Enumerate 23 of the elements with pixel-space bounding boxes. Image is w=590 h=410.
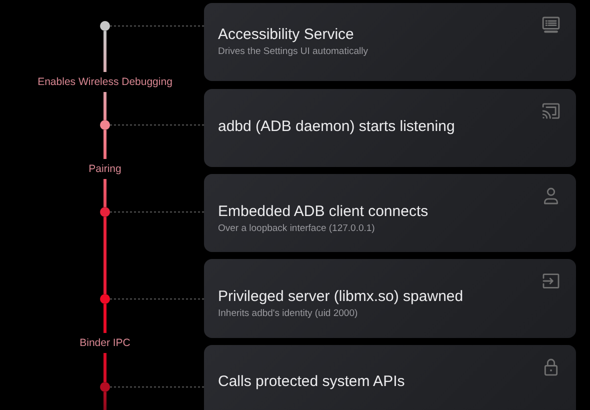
step-card (204, 345, 576, 410)
dotted-connector (110, 298, 204, 300)
timeline-dot (100, 382, 110, 392)
step-title: Accessibility Service (218, 26, 355, 44)
step-description: Over a loopback interface (127.0.0.1) (218, 223, 376, 235)
step-card (204, 89, 576, 167)
step-card (204, 3, 576, 81)
timeline-dot (100, 207, 110, 217)
step-description: Drives the Settings UI automatically (218, 46, 369, 58)
timeline-dot (100, 294, 110, 304)
step-description: Inherits adbd's identity (uid 2000) (218, 308, 359, 320)
step-card (204, 174, 576, 252)
timeline-line (104, 217, 106, 294)
timeline-dot (100, 21, 110, 31)
step-title: Privileged server (libmx.so) spawned (218, 288, 464, 306)
dotted-connector (110, 124, 204, 126)
timeline-line (104, 392, 106, 410)
timeline-dot (100, 120, 110, 130)
step-title: adbd (ADB daemon) starts listening (218, 118, 456, 136)
step-card (204, 259, 576, 338)
dotted-connector (110, 386, 204, 388)
step-title: Calls protected system APIs (218, 373, 406, 391)
step-title: Embedded ADB client connects (218, 203, 430, 221)
